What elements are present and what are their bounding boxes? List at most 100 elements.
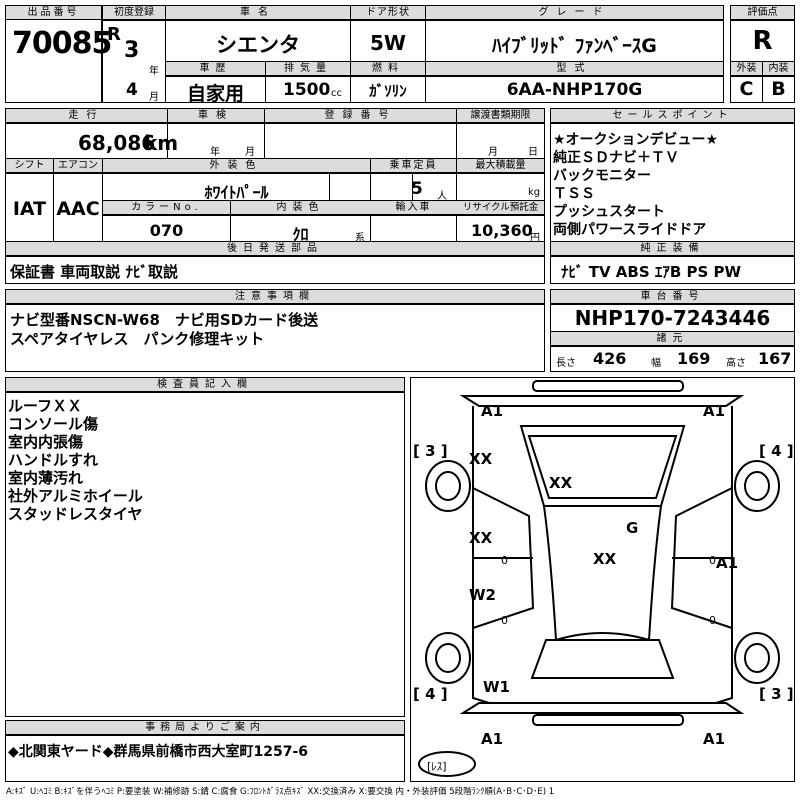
exterior-color: ﾎﾜｲﾄﾊﾟｰﾙ [204,183,269,202]
office-address: ◆北関東ヤード◆群馬県前橋市西大室町1257-6 [8,744,309,760]
fuel-label: 燃料 [372,63,404,74]
inspector-line-6: 社外アルミホイール [8,487,143,505]
width: 169 [677,349,711,368]
car-name: シエンタ [216,33,300,57]
plate-label: 登録番号 [324,110,397,121]
equipment-label: 純正装備 [640,243,705,254]
mark-fender-left: XX [469,450,493,468]
length: 426 [593,349,627,368]
interior-color: ｸﾛ [292,225,309,244]
int-color-unit: 系 [355,233,365,244]
exterior-label: 外装 [736,63,757,74]
sales-point-1: ★オークションデビュー★ [553,132,719,148]
width-label: 幅 [651,358,661,369]
int-color-label: 内装色 [276,202,325,213]
mark-roof: XX [549,474,573,492]
transfer-label: 譲渡書類期限 [470,110,531,121]
later-parts-label: 後日発送部品 [227,243,323,254]
ac: AAC [56,198,100,220]
door-type: 5W [370,31,406,55]
era: R [107,24,121,45]
inspection-year-unit: 年 [210,147,220,158]
import-label: 輸入車 [395,202,432,213]
vehicle-info-box [102,5,724,103]
height-label: 高さ [726,358,746,369]
capacity-label: 乗車定員 [389,160,438,171]
month: 4 [126,80,138,100]
notes-label: 注意事項欄 [235,291,315,302]
car-body-diagram: A1 A1 [ 3 ] [ 4 ] XX XX XX G XX A1 W2 W1… [413,380,794,777]
mark-zero-2: 0 [709,554,716,567]
fuel: ｶﾞｿﾘﾝ [369,82,407,100]
length-label: 長さ [556,358,576,369]
displacement-label: 排気量 [284,63,332,74]
inspector-line-7: スタッドレスタイヤ [8,505,143,523]
transfer-month-unit: 月 [488,147,498,158]
interior-label: 内装 [768,63,789,74]
color-no-label: カラーNo. [131,202,202,213]
model-label: 型式 [556,63,593,74]
notes-line-2: スペアタイヤレス パンク修理キット [10,330,265,348]
office-label: 事務局よりご案内 [145,722,265,733]
color-no: 070 [149,221,184,240]
chassis-number: NHP170-7243446 [574,306,771,330]
color-label: 外装色 [209,160,264,171]
dims-label: 諸元 [656,333,689,344]
load-label: 最大積載量 [475,160,526,171]
mark-front-right: A1 [703,402,725,420]
grade: ﾊｲﾌﾞﾘｯﾄﾞ ﾌｧﾝﾍﾞｰｽG [492,35,657,57]
mark-tread-rr: [ 3 ] [759,685,794,703]
legend: A:ｷｽﾞ U:ﾍｺﾐ B:ｷｽﾞを伴うﾍｺﾐ P:要塗装 W:補修跡 S:錆 … [6,787,555,797]
interior-grade: B [771,78,786,100]
year: 3 [124,38,140,63]
year-unit: 年 [149,66,159,77]
chassis-label: 車台番号 [640,291,705,302]
inspection-label: 車検 [198,110,234,121]
car-name-label: 車名 [240,7,276,18]
lot-number-box [5,5,102,103]
exterior-grade: C [739,78,754,100]
mark-rear-door-left: W2 [469,586,496,604]
sales-point-6: 両側パワースライドドア [553,222,707,238]
inspector-line-5: 室内薄汚れ [8,469,84,487]
inspector-line-2: コンソール傷 [8,415,99,433]
height: 167 [758,349,792,368]
mark-right-side: A1 [716,554,738,572]
mark-glass: G [626,519,638,537]
ac-label: エアコン [58,160,98,171]
sales-point-3: バックモニター [553,168,651,184]
mark-tread-fr: [ 4 ] [759,442,794,460]
inspector-line-1: ルーフＸＸ [8,397,83,415]
lot-number: 70085 [12,26,112,61]
sales-point-label: セールスポイント [612,110,733,121]
grade-label: グレード [538,7,611,18]
month-unit: 月 [149,92,159,103]
mark-rear-left: A1 [481,730,503,748]
transfer-day-unit: 日 [528,147,538,158]
load-unit: kg [528,187,541,198]
later-parts: 保証書 車両取説 ﾅﾋﾞ取説 [10,263,178,281]
mark-zero-3: 0 [501,614,508,627]
car-diagram-box: A1 A1 [ 3 ] [ 4 ] XX XX XX G XX A1 W2 W1… [410,377,795,782]
recycle-fee: 10,360 [471,221,533,240]
displacement: 1500 [283,80,331,100]
history-label: 車歴 [199,63,232,74]
mark-rear-right: A1 [703,730,725,748]
sales-point-5: プッシュスタート [553,204,665,220]
first-reg-label: 初度登録 [114,7,154,18]
recycle-label: リサイクル預託金 [462,202,539,213]
inspector-label: 検査員記入欄 [157,379,253,390]
notes-line-1: ナビ型番NSCN-W68 ナビ用SDカード後送 [10,311,319,329]
score-box [730,5,795,103]
lot-number-label: 出品番号 [27,7,80,18]
shift: IAT [12,198,47,220]
mark-front-left: A1 [481,402,503,420]
sales-point-4: ＴＳＳ [553,186,595,202]
mark-spare: [ﾚｽ] [427,760,447,773]
score: R [752,26,773,56]
mark-zero-4: 0 [709,614,716,627]
mark-front-door-left: XX [469,529,493,547]
inspection-month-unit: 月 [245,147,255,158]
mileage-unit: km [144,131,179,155]
model: 6AA-NHP170G [506,80,643,100]
